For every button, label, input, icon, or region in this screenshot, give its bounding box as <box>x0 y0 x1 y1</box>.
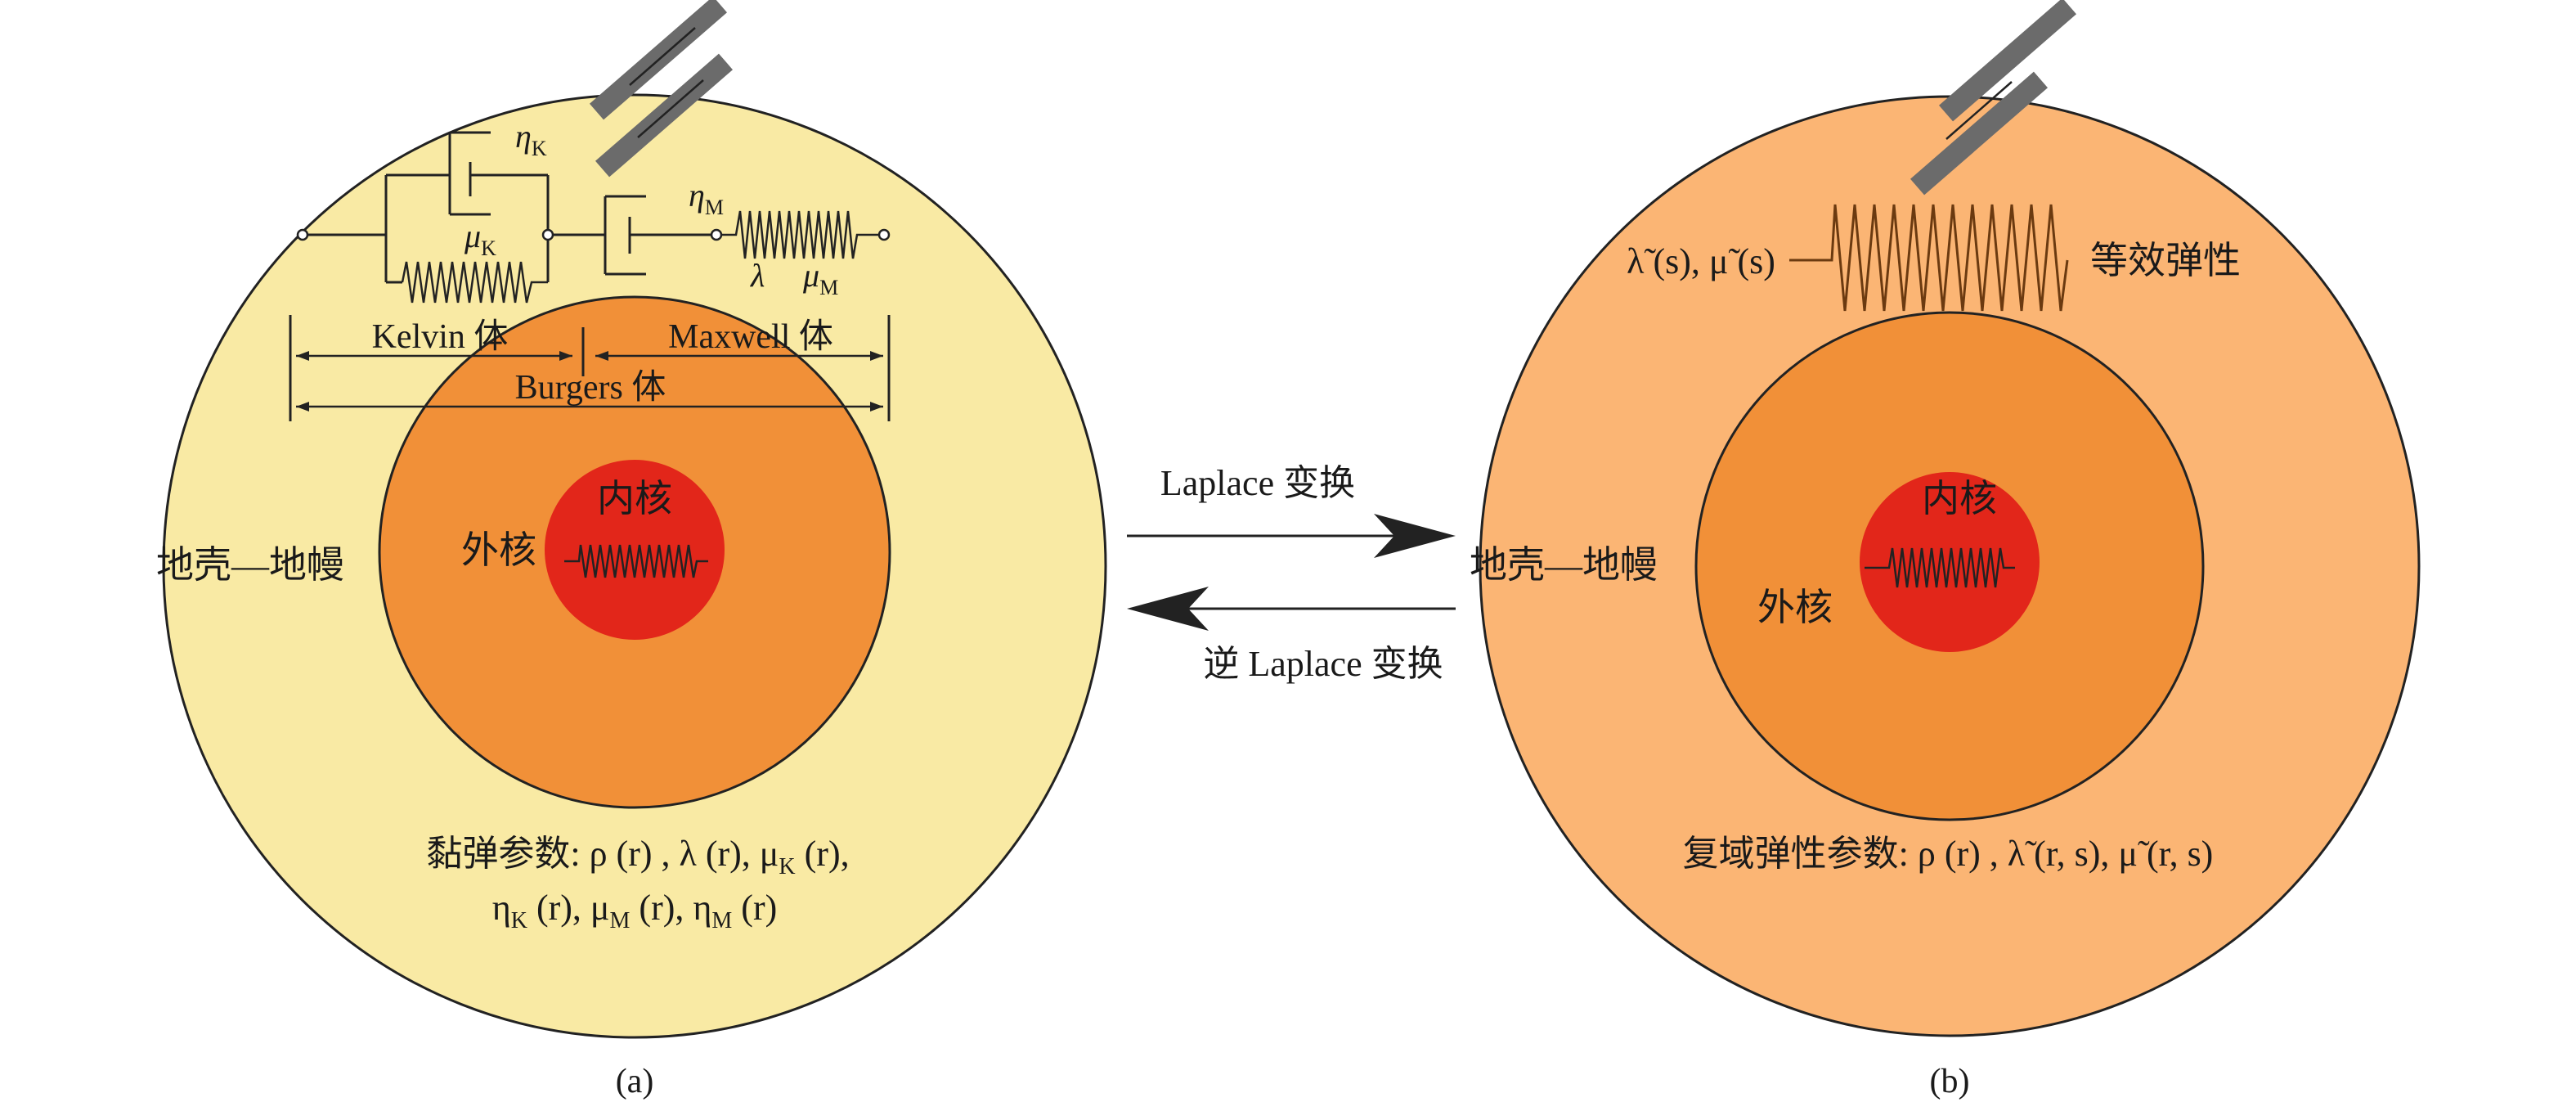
equivalent-elastic-label: 等效弹性 <box>2090 240 2241 281</box>
equivalent-elastic-spring <box>1789 204 2069 312</box>
eta-m-label: ηM <box>689 177 724 219</box>
laplace-transform-label: Laplace 变换 <box>1160 463 1355 503</box>
fault-bar-lower-b <box>1910 71 2048 196</box>
kelvin-dashpot <box>448 131 548 216</box>
crust-mantle-label-b: 地壳—地幔 <box>1470 544 1658 586</box>
transform-arrows: Laplace 变换 逆 Laplace 变换 <box>1127 463 1456 684</box>
outer-core-label-a: 外核 <box>461 529 536 571</box>
maxwell-label: Maxwell 体 <box>668 318 833 356</box>
complex-elastic-params: 复域弹性参数: ρ (r) , λ̃ (r, s), μ̃ (r, s) <box>1683 834 2214 874</box>
inverse-arrowhead <box>1127 587 1209 631</box>
eta-k-label: ηK <box>515 118 547 160</box>
equivalent-spring-params: λ̃ (s), μ̃ (s) <box>1627 241 1775 281</box>
caption-a: (a) <box>616 1063 654 1100</box>
caption-b: (b) <box>1930 1063 1970 1100</box>
kelvin-spring <box>401 261 548 304</box>
inner-core-spring-a <box>564 544 708 578</box>
panel-b: λ̃ (s), μ̃ (s) 等效弹性 地壳—地幔 外核 内核 复域弹性参数: … <box>1470 0 2421 1100</box>
maxwell-dashpot <box>604 195 711 276</box>
fault-bar-upper-a <box>590 0 727 120</box>
forward-arrowhead <box>1374 514 1456 558</box>
viscoelastic-params-line1: 黏弹参数: ρ (r) , λ (r), μK (r), <box>426 834 849 879</box>
inner-core-layer-a <box>545 460 725 640</box>
maxwell-spring <box>721 210 879 259</box>
panel-a: ηK μK ηM λ μM Kelvin 体 Maxwell 体 Burgers… <box>156 0 1107 1100</box>
burgers-model <box>296 131 891 304</box>
inverse-laplace-label: 逆 Laplace 变换 <box>1203 644 1443 684</box>
span-markers <box>289 315 891 421</box>
viscoelastic-params-line2: ηK (r), μM (r), ηM (r) <box>492 888 778 933</box>
mu-m-label: μM <box>802 257 838 299</box>
kelvin-label: Kelvin 体 <box>372 318 509 356</box>
lambda-label-a: λ <box>750 257 765 294</box>
burgers-label: Burgers 体 <box>515 369 666 407</box>
crust-mantle-label-a: 地壳—地幔 <box>156 544 344 586</box>
inner-core-spring-b <box>1865 547 2015 588</box>
inner-core-label-a: 内核 <box>597 478 672 520</box>
inner-core-label-b: 内核 <box>1922 478 1997 520</box>
outer-core-label-b: 外核 <box>1757 587 1833 628</box>
fault-bar-upper-b <box>1939 0 2076 122</box>
mu-k-label: μK <box>464 218 496 260</box>
